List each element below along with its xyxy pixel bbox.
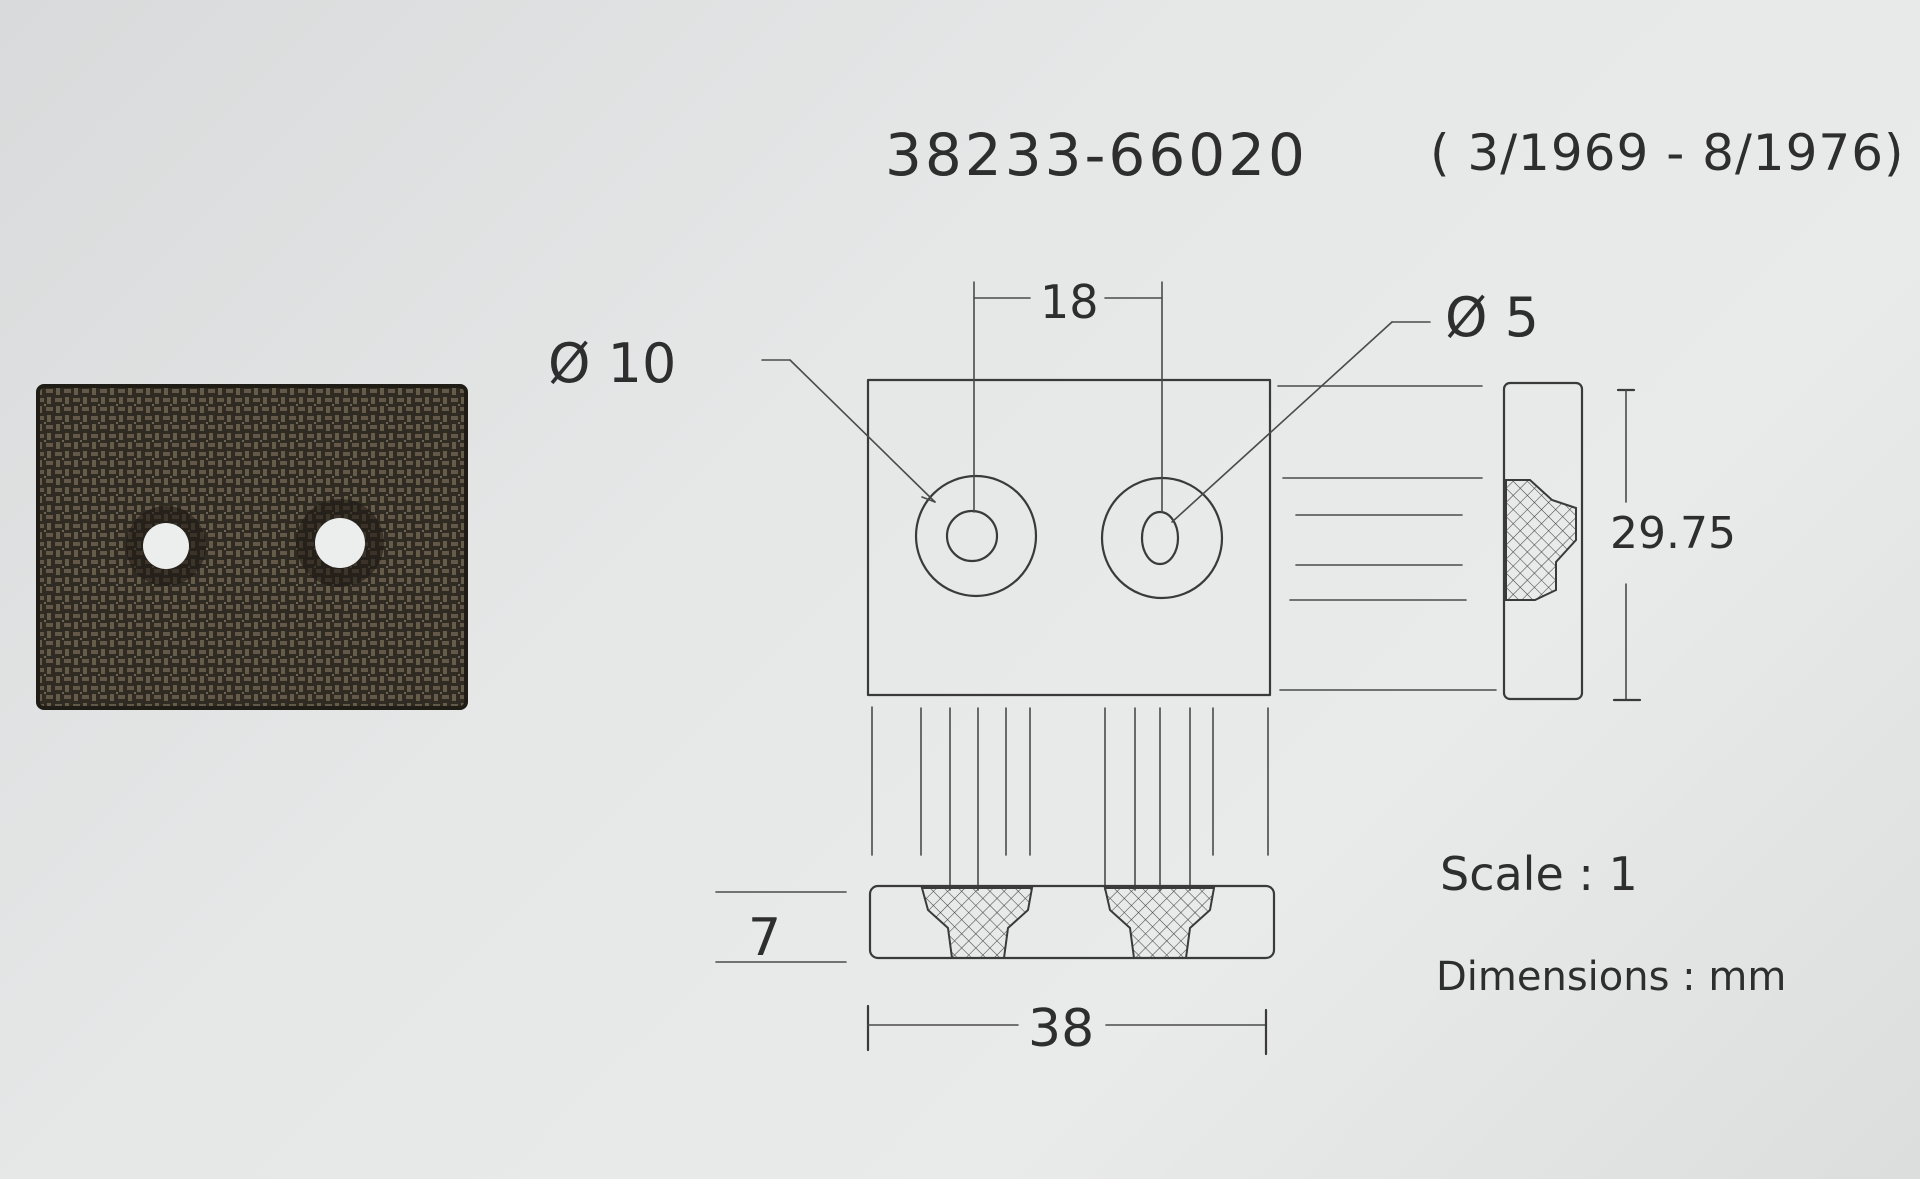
bottom-projection-lines bbox=[871, 706, 1269, 891]
units-note: Dimensions : mm bbox=[1436, 954, 1786, 1000]
side-view bbox=[1502, 381, 1584, 701]
width-label: 38 bbox=[1028, 999, 1094, 1059]
thickness-dimension bbox=[715, 891, 847, 963]
part-photo bbox=[36, 384, 468, 710]
side-projection-lines bbox=[1277, 385, 1497, 691]
small-hole-label: Ø 5 bbox=[1445, 286, 1539, 349]
bottom-view-outline bbox=[868, 884, 1276, 960]
height-dimension bbox=[1612, 388, 1642, 702]
part-number: 38233-66020 bbox=[885, 121, 1308, 189]
part-body bbox=[36, 384, 468, 710]
small-hole-leader bbox=[1171, 321, 1431, 523]
side-view-outline bbox=[1502, 381, 1584, 701]
front-view-outline bbox=[866, 378, 1272, 697]
bottom-section-hatch-left bbox=[920, 887, 1034, 959]
small-hole-circle-right bbox=[1140, 510, 1180, 566]
front-view bbox=[866, 281, 1272, 697]
part-hole-left bbox=[143, 523, 189, 569]
scale-note: Scale : 1 bbox=[1440, 847, 1638, 901]
width-dimension bbox=[866, 1004, 1268, 1056]
bottom-section-hatch-right bbox=[1103, 887, 1216, 959]
thickness-label: 7 bbox=[748, 908, 781, 968]
hole-spacing-label: 18 bbox=[1040, 275, 1099, 329]
production-range: ( 3/1969 - 8/1976) bbox=[1430, 124, 1905, 182]
large-hole-circle-left bbox=[914, 474, 1038, 598]
bottom-view bbox=[868, 884, 1276, 960]
side-section-hatch bbox=[1505, 479, 1577, 601]
large-hole-label: Ø 10 bbox=[548, 332, 676, 395]
part-hole-right bbox=[315, 518, 365, 568]
small-hole-circle-left bbox=[945, 509, 999, 563]
height-label: 29.75 bbox=[1610, 508, 1736, 559]
large-hole-leader bbox=[761, 359, 936, 503]
